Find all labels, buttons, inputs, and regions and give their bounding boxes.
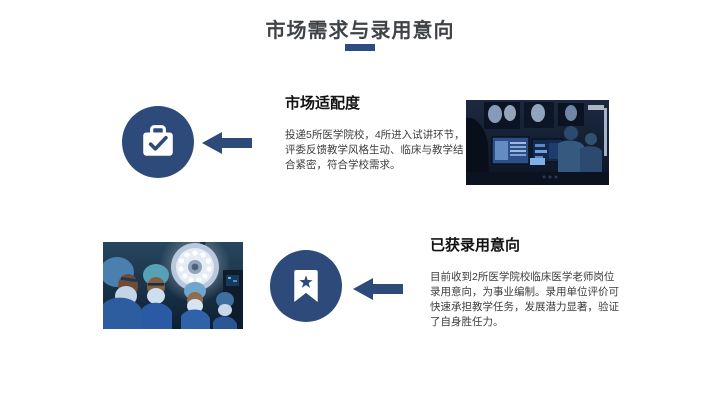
section-offer-intent: 已获录用意向 目前收到2所医学院校临床医学老师岗位录用意向，为事业编制。录用单位… <box>430 236 622 330</box>
control-room-photo <box>466 100 609 185</box>
slide-title: 市场需求与录用意向 <box>265 20 455 42</box>
section-heading: 市场适配度 <box>285 95 361 112</box>
title-underline <box>345 44 375 51</box>
left-arrow-icon <box>353 278 403 300</box>
left-arrow-icon <box>202 132 252 154</box>
section-market-fit: 市场适配度 投递5所医学院校，4所进入试讲环节，评委反馈教学风格生动、临床与教学… <box>285 94 467 173</box>
briefcase-check-icon <box>143 125 173 156</box>
surgery-photo <box>103 242 243 329</box>
briefcase-check-badge <box>122 106 194 178</box>
section-body: 投递5所医学院校，4所进入试讲环节，评委反馈教学风格生动、临床与教学结合紧密，符… <box>285 129 465 171</box>
section-body: 目前收到2所医学院校临床医学老师岗位录用意向，为事业编制。录用单位评价可快速承担… <box>430 271 619 328</box>
bookmark-star-icon <box>294 270 318 302</box>
bookmark-star-badge <box>270 250 342 322</box>
section-heading: 已获录用意向 <box>430 237 521 254</box>
